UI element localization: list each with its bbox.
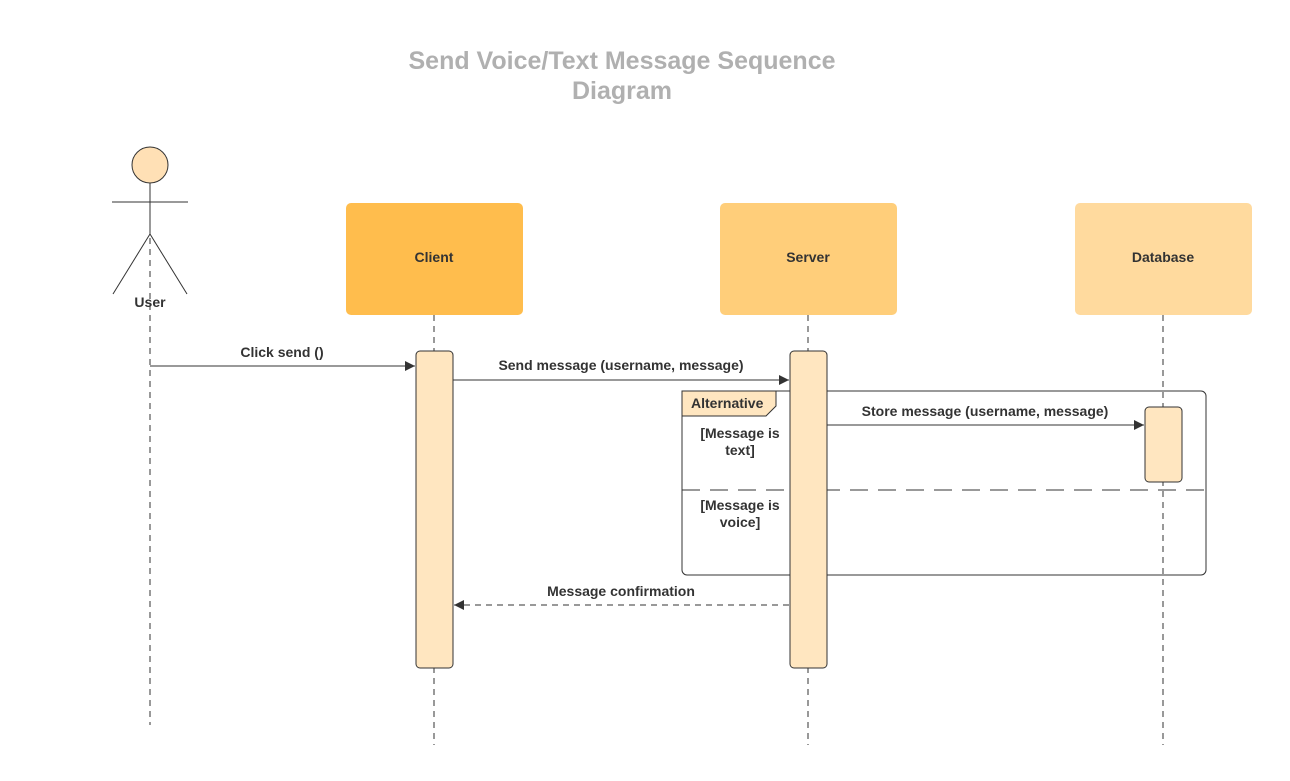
guard-text-line1: [Message is <box>700 425 780 441</box>
actor-head-icon <box>131 146 169 184</box>
participant-label: Server <box>786 249 830 265</box>
participant-label: Client <box>415 249 454 265</box>
fragment-operator-label: Alternative <box>691 395 764 411</box>
guard-voice-line2: voice] <box>720 514 760 530</box>
client-activation-bar <box>415 350 454 669</box>
diagram-title: Send Voice/Text Message Sequence Diagram <box>408 47 836 105</box>
message-confirmation[interactable]: Message confirmation <box>454 583 789 610</box>
message-send-message[interactable]: Send message (username, message) <box>453 357 789 385</box>
server-activation-bar <box>789 350 828 669</box>
fragment-operator-tab: Alternative <box>681 390 777 417</box>
message-click-send[interactable]: Click send () <box>150 344 415 371</box>
participant-server[interactable]: Server <box>720 203 897 315</box>
guard-text-line2: text] <box>725 442 755 458</box>
participant-label: Database <box>1132 249 1194 265</box>
message-label: Click send () <box>240 344 323 360</box>
actor-label: User <box>134 294 166 310</box>
message-label: Message confirmation <box>547 583 695 599</box>
message-label: Store message (username, message) <box>862 403 1109 419</box>
message-store-message[interactable]: Store message (username, message) <box>827 403 1144 430</box>
participant-database[interactable]: Database <box>1075 203 1252 315</box>
alt-fragment[interactable] <box>681 390 1207 576</box>
message-label: Send message (username, message) <box>498 357 743 373</box>
user-actor[interactable]: User <box>112 146 188 310</box>
database-activation-bar <box>1144 406 1183 483</box>
guard-voice-line1: [Message is <box>700 497 780 513</box>
participant-client[interactable]: Client <box>346 203 523 315</box>
